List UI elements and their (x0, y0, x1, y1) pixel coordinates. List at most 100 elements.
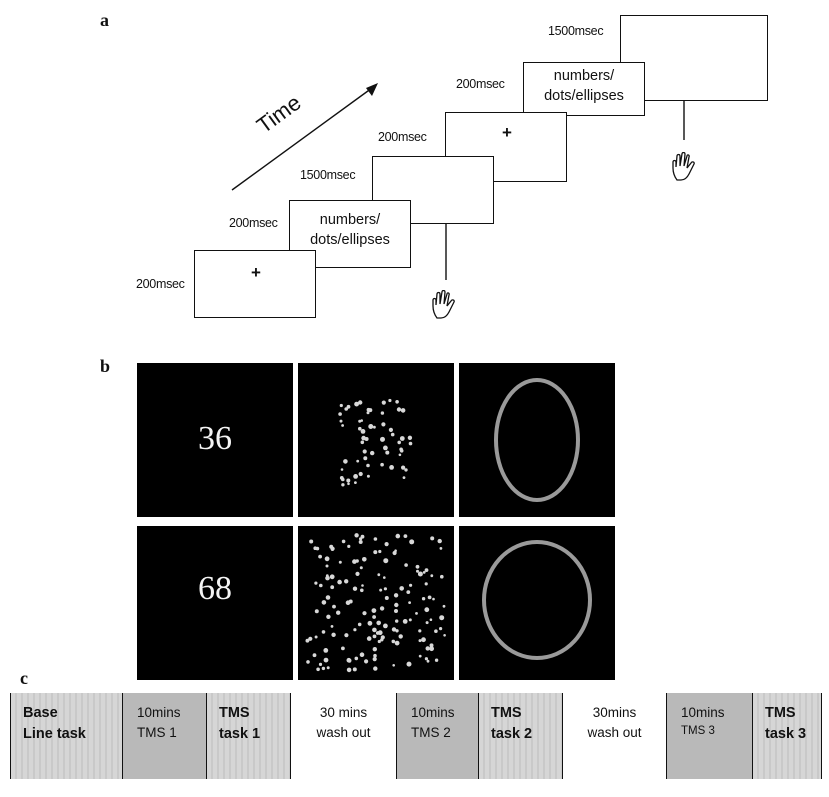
dot (347, 482, 350, 486)
dot (325, 595, 331, 600)
dot (325, 564, 329, 568)
stimulus-box-2: numbers/ dots/ellipses (523, 62, 645, 116)
ellipse-shape (494, 378, 580, 502)
dot (422, 571, 426, 574)
stimulus-text-line2: dots/ellipses (544, 87, 624, 104)
dot (391, 627, 397, 632)
dot (390, 432, 395, 437)
fixation-box-1: + (194, 250, 316, 318)
dot (408, 441, 413, 446)
dot (354, 533, 359, 538)
dot (377, 639, 381, 644)
dot (352, 586, 358, 591)
dot (427, 595, 432, 600)
dot (439, 615, 445, 621)
dot (421, 597, 426, 601)
dot (429, 618, 433, 621)
dot-cloud (305, 533, 446, 673)
segment-line2: task 3 (765, 726, 807, 743)
duration-label: 1500msec (548, 24, 604, 38)
dot (415, 612, 418, 615)
panel-a-letter: a (100, 10, 109, 30)
dot (437, 538, 442, 544)
dot (341, 646, 345, 651)
panel-b-letter: b (100, 356, 111, 376)
dot (385, 450, 390, 455)
dot (316, 667, 320, 672)
dot (340, 468, 344, 471)
dot (360, 429, 366, 434)
dot (373, 666, 378, 671)
segment-line2: TMS 1 (137, 724, 177, 740)
dot (379, 606, 385, 611)
dot (305, 638, 310, 643)
dot (384, 596, 389, 600)
stimulus-text-line2: dots/ellipses (310, 231, 390, 248)
dot (404, 563, 408, 567)
dot (347, 544, 351, 548)
segment-line2: wash out (587, 724, 642, 740)
dot (403, 534, 408, 538)
dot (361, 435, 366, 441)
dot (368, 408, 373, 413)
dot (359, 652, 365, 657)
dot (406, 661, 412, 667)
dot (439, 627, 443, 631)
dot (373, 425, 376, 429)
dot (321, 630, 326, 634)
dot (406, 590, 411, 594)
dot (402, 619, 408, 624)
dot (348, 599, 353, 604)
dot (432, 597, 435, 601)
dot (337, 579, 342, 585)
dot (321, 600, 327, 605)
number-value: 36 (198, 420, 232, 457)
dot (318, 662, 323, 666)
dot (325, 575, 330, 581)
dot (318, 554, 322, 559)
dot (341, 483, 345, 487)
dot (376, 620, 381, 626)
duration-label: 200msec (136, 277, 185, 291)
dot (394, 602, 399, 608)
dots-stimulus-large (298, 526, 454, 680)
dot (383, 558, 389, 564)
fixation-cross: + (502, 123, 512, 142)
dot (379, 588, 383, 592)
dot (442, 604, 446, 608)
dot (372, 615, 376, 619)
dot (408, 601, 411, 604)
dot (401, 465, 406, 470)
dot (424, 568, 429, 572)
dot (366, 463, 370, 468)
ellipse-stimulus-elongated (459, 363, 615, 517)
dots-stimulus-small (298, 363, 454, 517)
dot (380, 462, 384, 467)
dot (332, 604, 336, 609)
dot (366, 474, 370, 478)
dot (429, 646, 434, 652)
dot (358, 400, 363, 405)
segment-line1: 30 mins (319, 705, 368, 720)
ellipse-stimulus-round (459, 526, 615, 680)
dot (330, 547, 334, 551)
duration-label: 200msec (229, 216, 278, 230)
segment-line2: task 2 (491, 726, 533, 743)
dot (338, 412, 342, 416)
dot (362, 557, 367, 562)
dot (344, 579, 349, 584)
dot (360, 534, 365, 539)
dot (383, 623, 388, 629)
dot (353, 628, 357, 632)
dot (393, 593, 399, 598)
duration-label: 200msec (456, 77, 505, 91)
dot (440, 574, 444, 579)
dot (372, 647, 377, 652)
dot (372, 634, 377, 639)
dot (360, 588, 364, 593)
dot (388, 398, 392, 403)
dot (408, 618, 412, 622)
segment-line1: TMS (765, 705, 796, 721)
timeline-segment-washout1: 30 mins wash out (291, 693, 397, 779)
dot (380, 635, 385, 640)
